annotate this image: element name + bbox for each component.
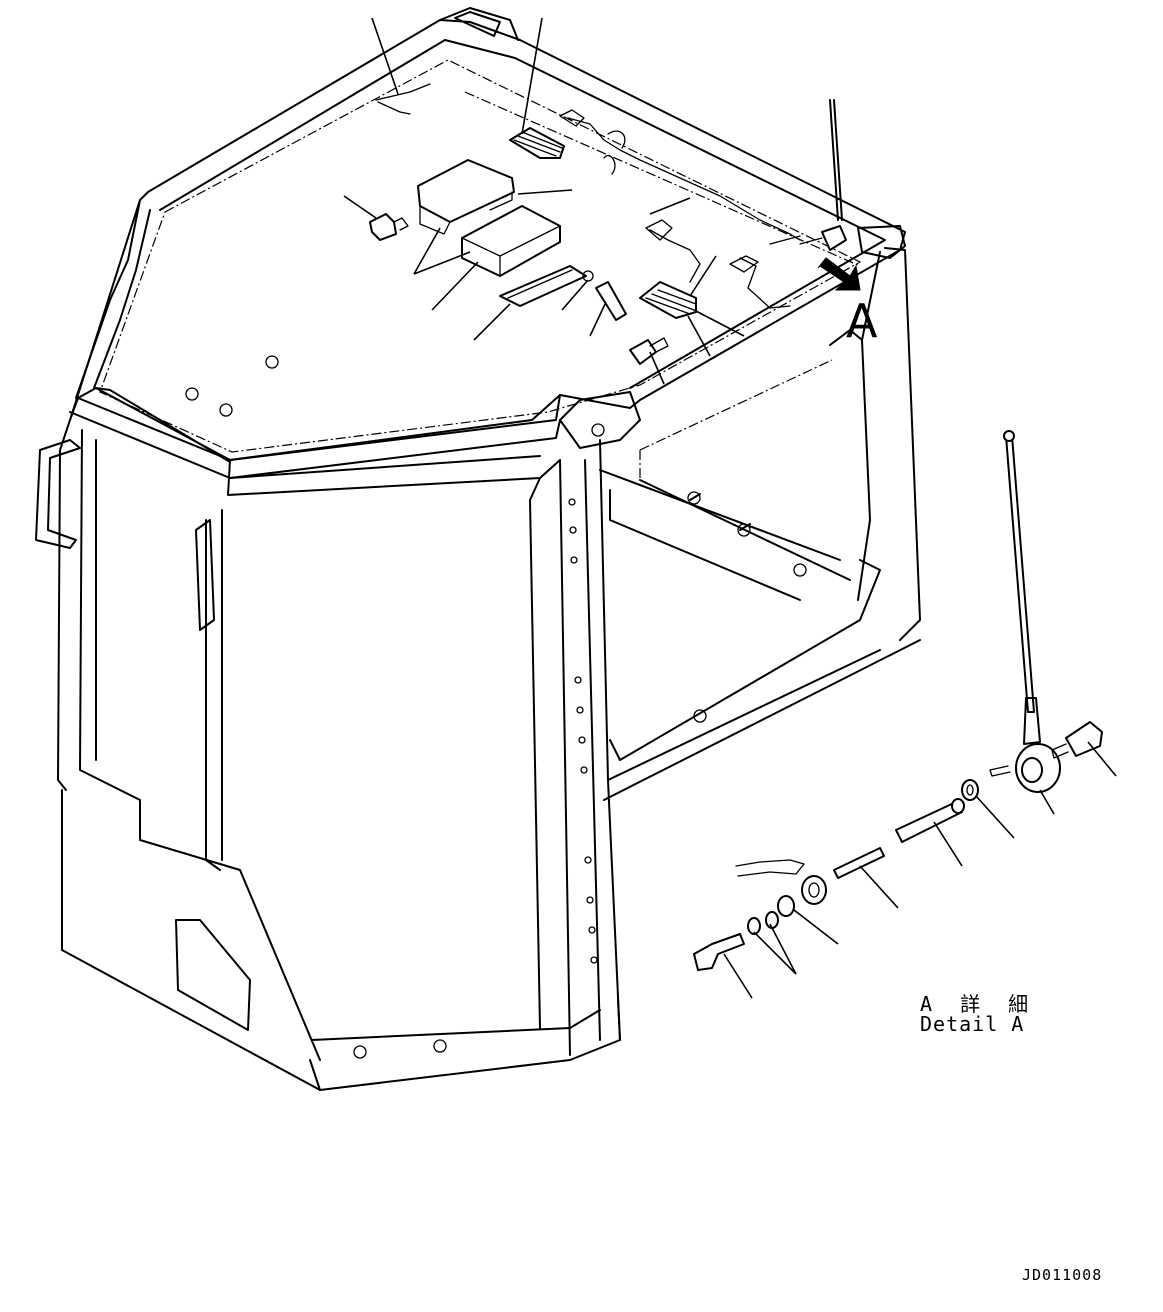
detail-a-antenna-parts (693, 430, 1103, 971)
view-direction-arrow-icon (817, 257, 861, 291)
drawing-number: JD011008 (1022, 1266, 1103, 1284)
cab-frame (35, 7, 921, 1091)
radio-assembly (369, 83, 861, 365)
view-marker-a: A (846, 294, 878, 348)
detail-caption-japanese: A 詳 細 (920, 992, 1037, 1016)
detail-caption-english: Detail A (920, 1012, 1025, 1036)
leader-lines (343, 17, 1117, 999)
